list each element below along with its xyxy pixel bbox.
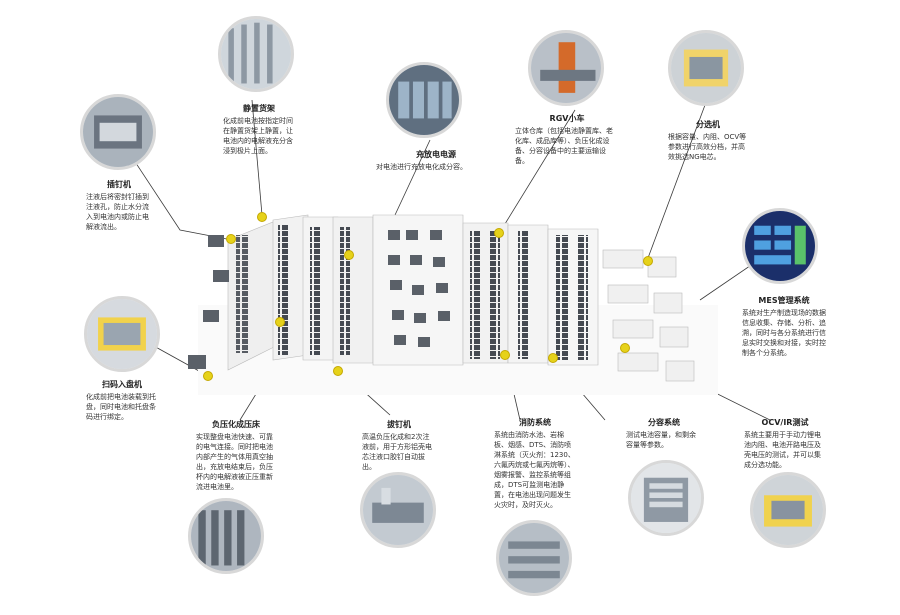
mes-photo — [742, 208, 818, 284]
marker-grading — [548, 353, 558, 363]
label-rgv: RGV小车立体仓库（包括电池静置库、老化库、成品库等）、负压化成设备、分容设备中… — [515, 114, 613, 165]
production-line-layout — [188, 214, 718, 395]
marker-sorter — [643, 256, 653, 266]
label-mes: MES管理系统系统对生产制造现场的数据信息收集、存储、分析、追溯，同时与各分系统… — [742, 296, 826, 357]
marker-press — [275, 317, 285, 327]
marker-ocv — [620, 343, 630, 353]
nailer-photo — [80, 94, 156, 170]
charge-power-photo — [386, 62, 462, 138]
label-ocv: OCV/IR测试系统主要用于手动力锂电池内阻、电池开路电压及壳电压的测试，并可以… — [744, 418, 821, 469]
fire-photo — [496, 520, 572, 596]
grading-photo — [628, 460, 704, 536]
label-grading: 分容系统测试电池容量，和剩余容量等参数。 — [626, 418, 696, 449]
label-scan-tray: 扫码入盘机化成前把电池装载到托盘，同时电池和托盘条码进行绑定。 — [86, 380, 156, 421]
label-fire: 消防系统系统由消防水池、岩棉板、烟感、DTS、消防喷淋系统（灭火剂：1230、六… — [494, 418, 575, 509]
label-neg-press: 负压化成压床实现整盘电池快速、可靠的电气连接。同时把电池内部产生的气体用真空抽出… — [196, 420, 273, 491]
scan-tray-photo — [84, 296, 160, 372]
marker-scan — [203, 371, 213, 381]
neg-press-photo — [188, 498, 264, 574]
rgv-photo — [528, 30, 604, 106]
marker-nailer — [226, 234, 236, 244]
label-static-rack: 静置货架化成前电池按指定时间在静置货架上静置，让电池内的电解液充分含浸到极片上面… — [223, 104, 293, 155]
static-rack-photo — [218, 16, 294, 92]
pin-pull-photo — [360, 472, 436, 548]
marker-charge — [344, 250, 354, 260]
ocv-photo — [750, 472, 826, 548]
label-charge-power: 充放电电源对电池进行充放电化成分容。 — [376, 150, 467, 171]
marker-static-rack — [257, 212, 267, 222]
marker-rgv — [494, 228, 504, 238]
label-nailer: 插钉机注液后将密封钉插到注液孔，防止水分流入到电池内或防止电解液流出。 — [86, 180, 149, 231]
marker-pin-pull — [333, 366, 343, 376]
label-pin-pull: 拔钉机高温负压化成和2次注液前，用于方形铝壳电芯注液口胶钉自动拔出。 — [362, 420, 432, 471]
sorter-photo — [668, 30, 744, 106]
label-sorter: 分选机根据容量、内阻、OCV等参数进行高效分档，并高效挑选NG电芯。 — [668, 120, 747, 161]
marker-fire — [500, 350, 510, 360]
